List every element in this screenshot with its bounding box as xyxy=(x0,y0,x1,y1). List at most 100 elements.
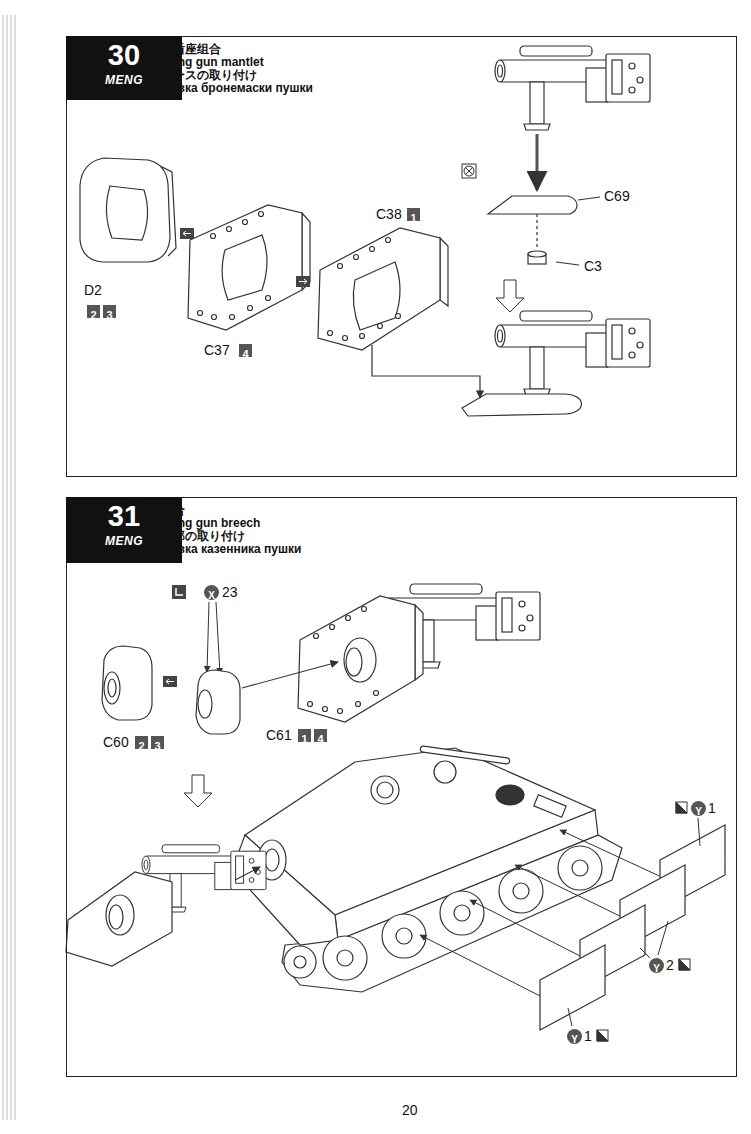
leader-line xyxy=(658,921,668,955)
leader-line xyxy=(698,818,700,846)
mantlet-c37 xyxy=(222,235,267,300)
mantlet-assembly xyxy=(346,616,351,621)
gun-assembly xyxy=(66,845,266,966)
mantlet-c38 xyxy=(318,228,440,350)
half-paint-icon xyxy=(597,1030,608,1041)
no-glue-icon xyxy=(462,164,476,178)
mantlet-c38 xyxy=(378,324,383,329)
mantlet-assembly xyxy=(374,691,379,696)
no-glue-icon xyxy=(465,167,473,175)
plate-c69 xyxy=(488,196,577,214)
step-number: MENG xyxy=(66,72,182,88)
option-number: 4 xyxy=(317,733,323,746)
page-edge xyxy=(7,15,8,1120)
leader-line xyxy=(568,1008,572,1026)
part-number: C61 xyxy=(266,727,292,743)
tank-hull xyxy=(371,776,399,804)
fit-arrows xyxy=(207,602,220,674)
breech-cover-c60 xyxy=(102,646,152,720)
breech-cover-c60 xyxy=(108,679,116,697)
half-paint-icon xyxy=(676,802,687,813)
mantlet-assembly xyxy=(362,607,367,612)
mantlet-assembly xyxy=(415,605,423,680)
breech-assembly xyxy=(462,311,650,416)
tank-hull xyxy=(454,905,470,921)
half-paint-icon xyxy=(597,1030,608,1041)
option-number: 3 xyxy=(106,309,112,322)
option-number: 2 xyxy=(138,740,144,753)
fit-line xyxy=(242,662,338,688)
mantlet-assembly xyxy=(308,702,313,707)
sprue-letter: Y xyxy=(653,961,660,976)
paint-tag: 4 xyxy=(314,729,327,742)
option-number: 4 xyxy=(242,348,248,361)
pin-c3 xyxy=(528,214,579,265)
option-number: 3 xyxy=(154,740,160,753)
mantlet-c37 xyxy=(227,227,232,232)
assembly-arrow xyxy=(537,134,538,190)
step-heading: Attaching gun breech xyxy=(137,517,736,530)
no-glue-icon xyxy=(462,164,476,178)
tank-hull xyxy=(558,846,602,890)
step-heading: 火砲後部の取り付け xyxy=(137,530,736,543)
breech-cover-c61 xyxy=(196,670,240,734)
step-heading: 防盾ベースの取り付け xyxy=(137,69,736,82)
breech-cover-c61 xyxy=(198,690,212,718)
pin-c3 xyxy=(556,262,579,265)
step-badge: 31MENG xyxy=(66,497,182,563)
leader-line xyxy=(568,818,700,1026)
tank-hull xyxy=(232,746,622,992)
paint-tag: 3 xyxy=(103,305,116,318)
down-arrow xyxy=(496,280,524,312)
page-edge xyxy=(3,15,4,1120)
side-skirt xyxy=(540,825,725,1030)
mantlet-c38 xyxy=(353,262,400,330)
plate-c69 xyxy=(578,197,600,200)
half-paint-icon xyxy=(679,959,690,970)
sprue-letter: X xyxy=(208,588,215,603)
part-number: D2 xyxy=(84,282,102,298)
part-number: 23 xyxy=(222,584,238,600)
skirt-arrows xyxy=(515,865,628,920)
tank-hull xyxy=(572,860,588,876)
breech-cover-c61 xyxy=(196,670,240,734)
part-number: C69 xyxy=(604,188,630,204)
down-arrow xyxy=(184,775,212,807)
breech-cover-c60 xyxy=(104,672,120,704)
sprue-letter: Y xyxy=(695,804,702,819)
tank-hull xyxy=(396,928,412,944)
cement-icon xyxy=(172,585,186,599)
paint-tag: 1 xyxy=(407,208,420,221)
step-number: MENG xyxy=(66,533,182,549)
plate-c69 xyxy=(488,196,600,214)
gun-breech xyxy=(495,46,650,130)
option-number: 1 xyxy=(301,733,307,746)
mantlet-assembly xyxy=(323,707,328,712)
no-glue-icon xyxy=(464,166,474,176)
mantlet-c38 xyxy=(318,228,448,350)
cement-icon xyxy=(176,588,183,595)
page-number: 20 xyxy=(402,1102,418,1118)
sprue-marker: Y xyxy=(649,958,664,973)
mantlet-assembly xyxy=(330,625,335,630)
mantlet-d2 xyxy=(106,186,147,240)
mantlet-c38 xyxy=(370,247,375,252)
part-number: 1 xyxy=(708,800,716,816)
fit-line xyxy=(242,662,338,688)
sprue-letter: Y xyxy=(571,1032,578,1047)
tank-hull xyxy=(265,849,279,871)
tank-hull xyxy=(337,950,353,966)
fit-line xyxy=(372,345,480,398)
mantlet-c38 xyxy=(338,264,343,269)
tank-hull xyxy=(434,761,456,783)
part-number: C3 xyxy=(584,258,602,274)
gun-breech xyxy=(495,46,650,130)
skirt-arrows xyxy=(420,935,548,1000)
mantlet-c37 xyxy=(211,234,216,239)
mantlet-c38 xyxy=(328,331,333,336)
tank-hull xyxy=(534,795,566,817)
mantlet-assembly xyxy=(298,596,415,722)
half-paint-icon xyxy=(676,802,687,813)
